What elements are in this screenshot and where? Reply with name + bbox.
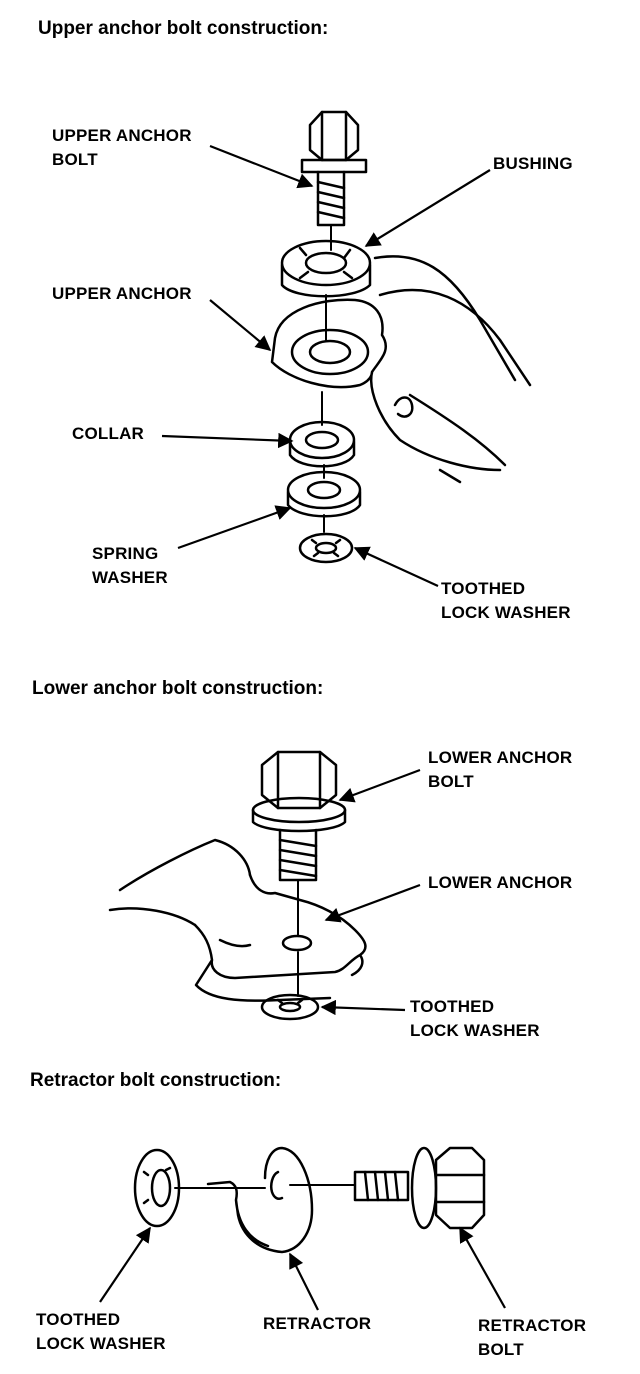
arrow-upper-toothed-lock-washer bbox=[353, 546, 439, 588]
upper-seat-belt-webbing bbox=[373, 255, 532, 484]
arrow-retractor-toothed-lock-washer bbox=[99, 1226, 151, 1303]
arrow-retractor-bolt bbox=[459, 1226, 506, 1309]
retractor-section-title: Retractor bolt construction: bbox=[30, 1070, 282, 1091]
label-upper-toothed-lock-washer: TOOTHED LOCK WASHER bbox=[441, 579, 571, 622]
label-retractor: RETRACTOR bbox=[263, 1314, 372, 1333]
upper-toothed-lock-washer-art bbox=[298, 532, 354, 564]
label-collar: COLLAR bbox=[72, 424, 145, 443]
label-lower-toothed-lock-washer: TOOTHED LOCK WASHER bbox=[410, 997, 540, 1040]
upper-section-title: Upper anchor bolt construction: bbox=[38, 18, 329, 39]
label-bushing: BUSHING bbox=[493, 154, 573, 173]
arrow-upper-anchor bbox=[209, 299, 272, 351]
spring-washer-art bbox=[286, 464, 362, 533]
lower-section-title: Lower anchor bolt construction: bbox=[32, 678, 324, 699]
lower-anchor-bolt-art bbox=[251, 750, 347, 997]
arrow-upper-anchor-bolt bbox=[209, 144, 314, 189]
upper-anchor-bolt-art bbox=[300, 110, 368, 251]
label-retractor-bolt: RETRACTOR BOLT bbox=[478, 1316, 587, 1359]
arrow-lower-anchor bbox=[324, 883, 421, 923]
retractor-bolt-art bbox=[353, 1146, 486, 1230]
arrow-spring-washer bbox=[177, 505, 292, 550]
arrow-lower-anchor-bolt bbox=[338, 768, 421, 803]
label-upper-anchor-bolt: UPPER ANCHOR BOLT bbox=[52, 126, 192, 169]
lower-anchor-hole bbox=[281, 934, 313, 952]
arrow-retractor bbox=[289, 1252, 319, 1311]
lower-seat-belt-webbing bbox=[108, 838, 252, 927]
lower-toothed-lock-washer-art bbox=[260, 993, 320, 1021]
label-retractor-toothed-lock-washer: TOOTHED LOCK WASHER bbox=[36, 1310, 166, 1353]
retractor-toothed-lock-washer-art bbox=[133, 1148, 181, 1228]
label-upper-anchor: UPPER ANCHOR bbox=[52, 284, 192, 303]
arrow-collar bbox=[161, 432, 294, 449]
collar-art bbox=[288, 391, 356, 468]
upper-anchor-hole bbox=[290, 328, 370, 376]
lower-anchor-plate bbox=[193, 873, 367, 1002]
label-spring-washer: SPRING WASHER bbox=[92, 544, 168, 587]
bushing-art bbox=[280, 239, 372, 341]
retractor-bracket-art bbox=[206, 1146, 314, 1254]
label-lower-anchor: LOWER ANCHOR bbox=[428, 873, 573, 892]
arrow-lower-toothed-lock-washer bbox=[320, 999, 406, 1016]
arrow-bushing bbox=[364, 169, 491, 247]
upper-anchor-plate bbox=[270, 298, 502, 472]
label-lower-anchor-bolt: LOWER ANCHOR BOLT bbox=[428, 748, 573, 791]
